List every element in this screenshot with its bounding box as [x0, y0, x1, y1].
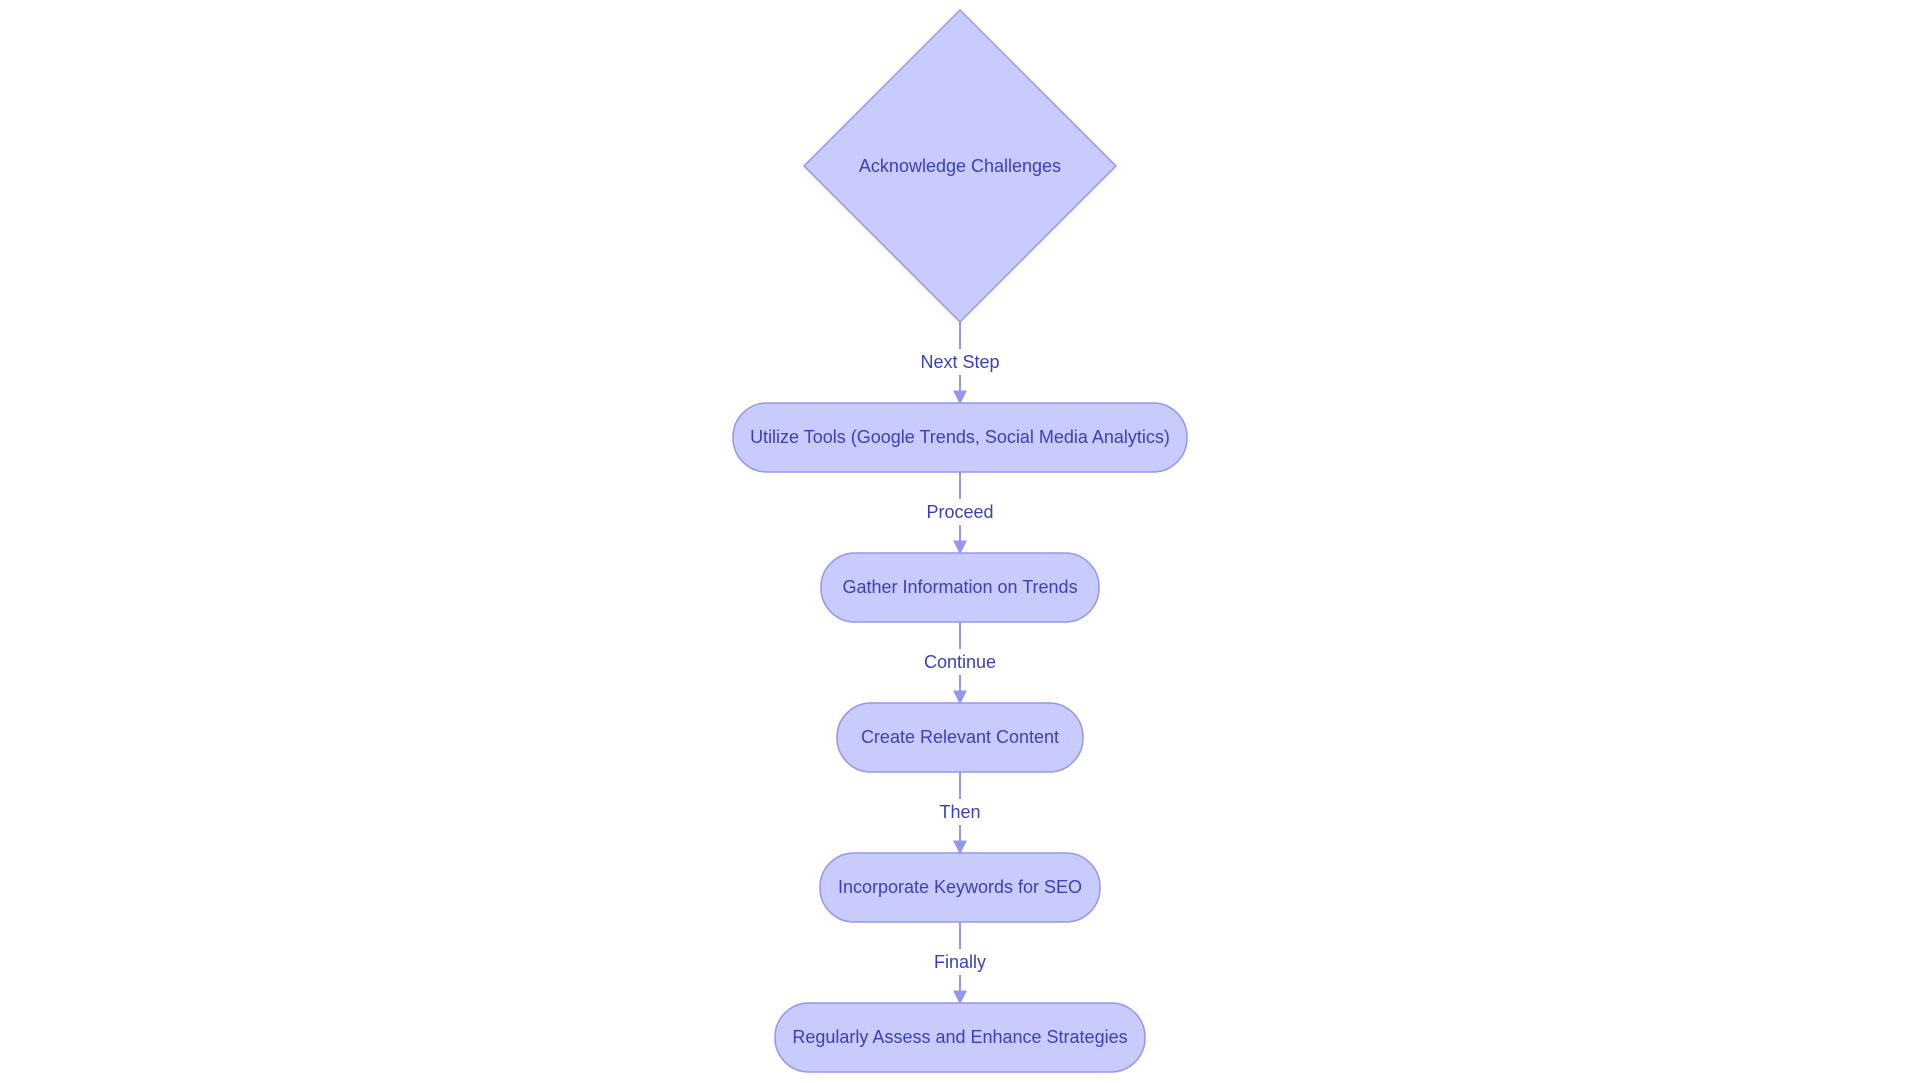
node-label-acknowledge-challenges: Acknowledge Challenges: [859, 156, 1061, 176]
edge-keywords-to-assess: Finally: [930, 922, 990, 1005]
edge-label-background: [930, 949, 990, 975]
node-incorporate-keywords: Incorporate Keywords for SEO: [819, 852, 1101, 923]
process-box: [732, 402, 1188, 473]
node-acknowledge-challenges: Acknowledge Challenges: [802, 8, 1118, 324]
edge-label-background: [920, 649, 1000, 675]
node-assess-strategies: Regularly Assess and Enhance Strategies: [774, 1002, 1146, 1073]
node-label-utilize-tools: Utilize Tools (Google Trends, Social Med…: [750, 427, 1170, 447]
edge-label-background: [915, 349, 1005, 375]
edge-tools-to-gather: Proceed: [923, 472, 997, 555]
node-label-incorporate-keywords: Incorporate Keywords for SEO: [838, 877, 1082, 897]
edge-label-next-step: Next Step: [920, 352, 999, 372]
process-box: [836, 702, 1084, 773]
node-gather-information: Gather Information on Trends: [820, 552, 1100, 623]
node-label-assess-strategies: Regularly Assess and Enhance Strategies: [792, 1027, 1127, 1047]
process-box: [819, 852, 1101, 923]
edge-create-to-keywords: Then: [935, 772, 985, 855]
edge-label-proceed: Proceed: [926, 502, 993, 522]
edge-label-then: Then: [939, 802, 980, 822]
decision-diamond: [802, 8, 1118, 324]
edge-gather-to-create: Continue: [920, 622, 1000, 705]
edge-label-continue: Continue: [924, 652, 996, 672]
edge-label-background: [935, 799, 985, 825]
node-create-content: Create Relevant Content: [836, 702, 1084, 773]
edge-label-finally: Finally: [934, 952, 986, 972]
node-label-gather-information: Gather Information on Trends: [842, 577, 1077, 597]
edge-label-background: [923, 499, 997, 525]
node-utilize-tools: Utilize Tools (Google Trends, Social Med…: [732, 402, 1188, 473]
process-box: [820, 552, 1100, 623]
node-label-create-content: Create Relevant Content: [861, 727, 1059, 747]
edge-acknowledge-to-tools: Next Step: [915, 322, 1005, 405]
process-box: [774, 1002, 1146, 1073]
